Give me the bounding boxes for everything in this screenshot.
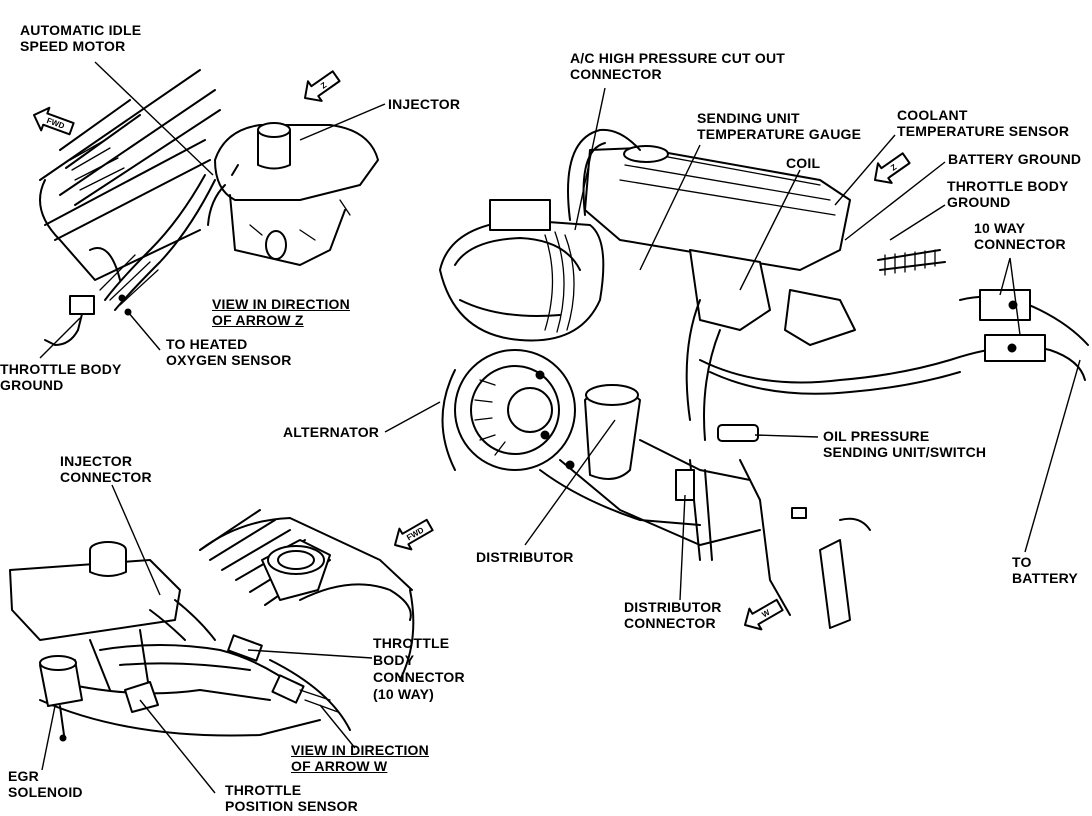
label-ac-high-pressure: A/C HIGH PRESSURE CUT OUT CONNECTOR [570, 50, 786, 82]
label-injector: INJECTOR [388, 96, 461, 112]
label-battery-ground: BATTERY GROUND [948, 151, 1082, 167]
label-distributor-connector: DISTRIBUTOR CONNECTOR [624, 599, 722, 631]
label-sending-unit-temp-gauge: SENDING UNIT TEMPERATURE GAUGE [697, 110, 862, 142]
arrow-z-right: Z [874, 152, 911, 184]
label-injector-connector: INJECTOR CONNECTOR [60, 453, 152, 485]
label-ten-way-connector: 10 WAY CONNECTOR [974, 220, 1066, 252]
label-to-battery: TO BATTERY [1012, 554, 1078, 586]
fwd-arrow-top: FWD [33, 106, 75, 136]
view-z-detail [39, 61, 386, 359]
label-coolant-temp-sensor: COOLANT TEMPERATURE SENSOR [897, 107, 1070, 139]
label-throttle-body-connector: THROTTLE BODY CONNECTOR (10 WAY) [373, 635, 465, 702]
svg-text:Z: Z [319, 80, 328, 90]
label-egr-solenoid: EGR SOLENOID [8, 768, 83, 800]
svg-text:W: W [760, 608, 771, 620]
label-throttle-body-ground-left: THROTTLE BODY GROUND [0, 361, 122, 393]
label-view-arrow-w: VIEW IN DIRECTION OF ARROW W [291, 742, 429, 774]
label-distributor: DISTRIBUTOR [476, 549, 574, 565]
svg-text:Z: Z [889, 162, 898, 172]
label-oil-pressure: OIL PRESSURE SENDING UNIT/SWITCH [823, 428, 987, 460]
engine-main [384, 87, 1089, 629]
fwd-arrow-mid: FWD [394, 518, 434, 551]
label-throttle-body-ground-right: THROTTLE BODY GROUND [947, 178, 1069, 210]
label-coil: COIL [786, 155, 821, 171]
label-throttle-position-sensor: THROTTLE POSITION SENSOR [225, 782, 358, 814]
label-automatic-idle-speed-motor: AUTOMATIC IDLE SPEED MOTOR [20, 22, 142, 54]
label-to-heated-oxygen-sensor: TO HEATED OXYGEN SENSOR [166, 336, 292, 368]
view-w-detail [9, 484, 415, 794]
arrow-z-top: Z [304, 70, 341, 102]
arrow-w-bottom: W [744, 598, 784, 631]
label-alternator: ALTERNATOR [283, 424, 380, 440]
label-view-arrow-z: VIEW IN DIRECTION OF ARROW Z [212, 296, 350, 328]
